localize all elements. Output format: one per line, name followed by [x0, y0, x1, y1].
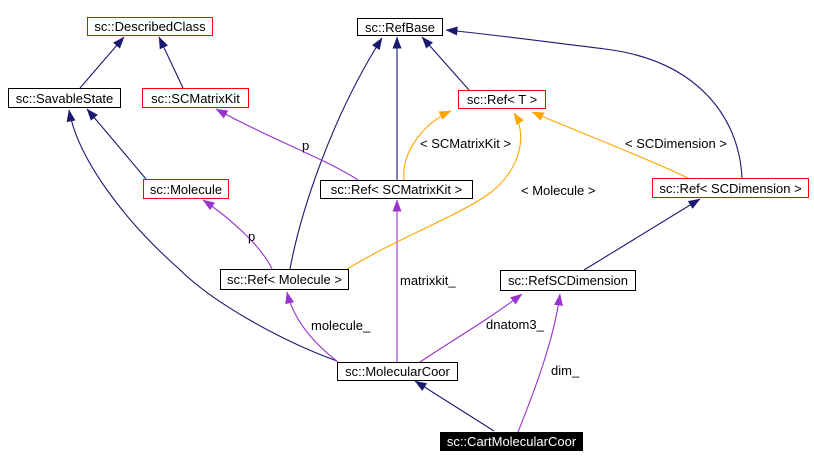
- edge-label-matrixkit: matrixkit_: [400, 273, 456, 288]
- edge-label-tmpl-scdimension: < SCDimension >: [625, 136, 727, 151]
- edge-refmolecule-to-molecule-p: [202, 199, 273, 270]
- edge-cartmolecularcoor-to-refscdimension-dim: [517, 293, 563, 433]
- node-ref-t[interactable]: sc::Ref< T >: [458, 90, 546, 109]
- node-scmatrixkit[interactable]: sc::SCMatrixKit: [142, 88, 249, 108]
- node-cartmolecularcoor: sc::CartMolecularCoor: [440, 432, 583, 451]
- edge-molecule-to-savablestate: [86, 108, 147, 180]
- edge-refmolecule-to-refbase: [289, 37, 383, 270]
- node-molecularcoor[interactable]: sc::MolecularCoor: [337, 362, 458, 381]
- edge-label-molecule: molecule_: [311, 318, 371, 333]
- edge-molecularcoor-to-refscdimension-dnatom3: [419, 293, 523, 363]
- edge-refscmatrixkit-to-scmatrixkit-p: [215, 108, 359, 181]
- node-molecule[interactable]: sc::Molecule: [143, 179, 229, 199]
- node-described-class[interactable]: sc::DescribedClass: [87, 17, 213, 36]
- edge-refscdimension-to-refbase: [445, 26, 743, 179]
- node-savable-state[interactable]: sc::SavableState: [8, 88, 121, 108]
- edge-molecularcoor-to-refmolecule-molecule: [285, 291, 339, 363]
- edge-refscmatrixkit-to-reft-template: [403, 110, 452, 181]
- edge-label-tmpl-scmatrixkit: < SCMatrixKit >: [420, 136, 512, 151]
- node-ref-scmatrixkit[interactable]: sc::Ref< SCMatrixKit >: [320, 180, 473, 199]
- edge-label-tmpl-molecule: < Molecule >: [521, 183, 596, 198]
- edge-scmatrixkit-to-describedclass: [158, 36, 184, 89]
- edge-label-p-molecule: p: [248, 229, 256, 244]
- node-ref-scdimension[interactable]: sc::Ref< SCDimension >: [652, 178, 809, 198]
- edge-refscdimension-class-to-refscdimension-template: [583, 198, 701, 271]
- edge-refscdimension-to-reft-template: [531, 111, 689, 179]
- node-refscdimension[interactable]: sc::RefSCDimension: [500, 270, 636, 291]
- node-refbase[interactable]: sc::RefBase: [357, 18, 443, 36]
- edge-savablestate-to-describedclass: [79, 36, 125, 89]
- edge-reft-to-refbase: [421, 36, 470, 91]
- edge-label-dim: dim_: [551, 363, 580, 378]
- node-ref-molecule[interactable]: sc::Ref< Molecule >: [220, 269, 349, 290]
- edge-label-p-matrixkit: p: [302, 138, 310, 153]
- edge-refmolecule-to-reft-template: [346, 112, 524, 270]
- edge-cartmolecularcoor-to-molecularcoor: [414, 380, 495, 432]
- edge-label-dnatom3: dnatom3_: [486, 317, 544, 332]
- edge-molecularcoor-to-savablestate: [66, 109, 338, 362]
